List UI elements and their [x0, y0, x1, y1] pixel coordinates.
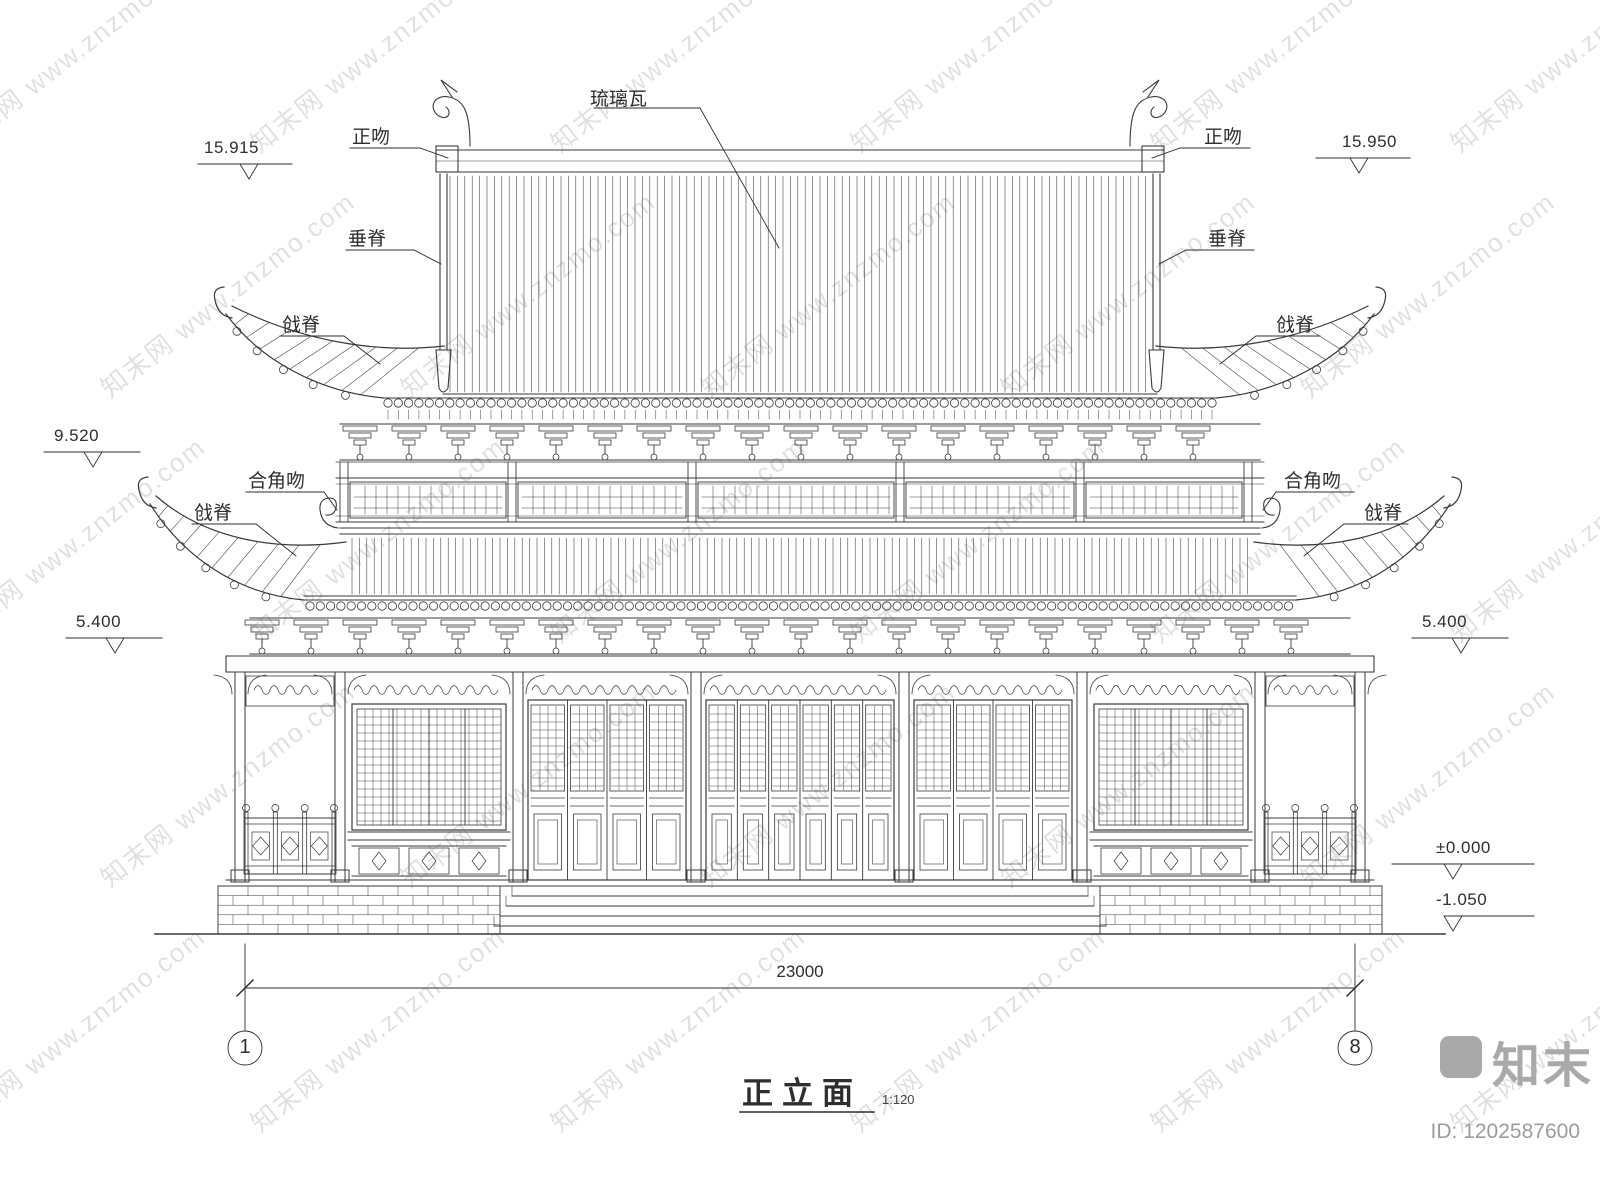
- label-glazed-tile: 琉璃瓦: [590, 89, 648, 110]
- label-corner-ridge-upper-right: 戗脊: [1276, 315, 1315, 336]
- elevation-floor-right: ±0.000: [1436, 838, 1491, 857]
- elevation-mid-left: 9.520: [54, 426, 100, 445]
- dimension-line: [227, 943, 1373, 1066]
- elevation-top-left: 15.915: [204, 138, 259, 157]
- leader-glazed-tile: [593, 107, 780, 249]
- znzmo-logo-text: 知末: [1492, 1040, 1595, 1093]
- annotation-graphics: [43, 107, 1535, 1113]
- elevation-eave-left: 5.400: [76, 612, 122, 631]
- base-platform: [154, 885, 1446, 935]
- label-main-ridge-kiss-right: 正吻: [1204, 127, 1243, 148]
- znzmo-logo-icon: [1440, 1036, 1482, 1078]
- drawing-title: 正立面: [742, 1076, 862, 1111]
- ridge-ornaments-left: [319, 79, 471, 529]
- ridge-pendant: [435, 349, 452, 393]
- chiwen-ornament: [432, 96, 471, 147]
- elevation-ground-right: -1.050: [1436, 890, 1488, 909]
- drawing-scale: 1:120: [882, 1092, 915, 1107]
- drawing-id: ID: 1202587600: [1430, 1120, 1580, 1143]
- elevation-eave-right: 5.400: [1422, 612, 1468, 631]
- label-corner-ridge-lower-left: 戗脊: [194, 503, 233, 524]
- balcony-band: [335, 477, 1265, 523]
- grid-bubble-right: [1337, 1030, 1373, 1066]
- label-corner-ridge-upper-left: 戗脊: [282, 315, 321, 336]
- label-corner-kiss-right: 合角吻: [1284, 471, 1342, 492]
- corner-kiss-ornament: [319, 497, 339, 529]
- label-main-ridge-kiss-left: 正吻: [352, 127, 391, 148]
- label-hanging-ridge-right: 垂脊: [1208, 229, 1247, 250]
- label-corner-ridge-lower-right: 戗脊: [1364, 503, 1403, 524]
- label-hanging-ridge-left: 垂脊: [348, 229, 387, 250]
- generated-detail: [137, 175, 1463, 935]
- grid-bubble-right-number: 8: [1349, 1036, 1361, 1058]
- elevation-top-right: 15.950: [1342, 132, 1397, 151]
- grid-bubble-left-number: 1: [239, 1036, 251, 1058]
- grid-bubble-left: [227, 1030, 263, 1066]
- dimension-overall-width: 23000: [776, 962, 824, 981]
- label-corner-kiss-left: 合角吻: [248, 471, 306, 492]
- elevation-symbols: [43, 157, 1535, 932]
